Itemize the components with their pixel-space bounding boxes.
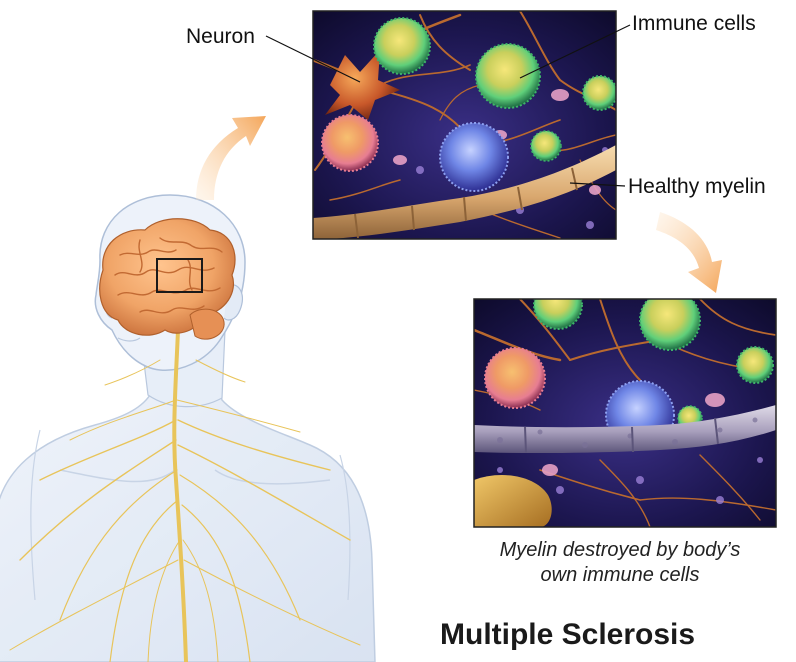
neuron-cell-body [325, 50, 400, 120]
damaged-myelin-panel [473, 298, 777, 528]
healthy-myelin-sheath [313, 145, 616, 239]
arrow-down-icon [656, 212, 722, 293]
immune-cell [736, 346, 774, 384]
immune-cell [530, 130, 562, 162]
diagram-title: Multiple Sclerosis [440, 618, 696, 651]
immune-cell [582, 75, 616, 111]
damaged-myelin-caption: Myelin destroyed by body’s own immune ce… [470, 538, 770, 588]
damaged-myelin-sheath [474, 405, 776, 454]
caption-line-2: own immune cells [540, 564, 700, 586]
arrow-up-icon [196, 116, 266, 200]
caption-line-1: Myelin destroyed by body’s [499, 539, 741, 561]
human-figure [0, 194, 376, 662]
immune-cell [321, 114, 379, 172]
healthy-myelin-panel [312, 10, 617, 240]
immune-cell [484, 347, 546, 409]
brain-region-highlight [156, 258, 203, 293]
immune-cell [439, 122, 509, 192]
immune-cell [639, 299, 701, 351]
immune-cell [475, 43, 541, 109]
immune-cell [373, 17, 431, 75]
immune-cells-label: Immune cells [632, 12, 756, 35]
brain [99, 218, 236, 340]
neuron-label: Neuron [186, 25, 255, 48]
label-leader-lines [265, 24, 631, 187]
immune-cell [533, 299, 583, 330]
healthy-myelin-label: Healthy myelin [628, 175, 766, 198]
nervous-system [9, 328, 361, 662]
